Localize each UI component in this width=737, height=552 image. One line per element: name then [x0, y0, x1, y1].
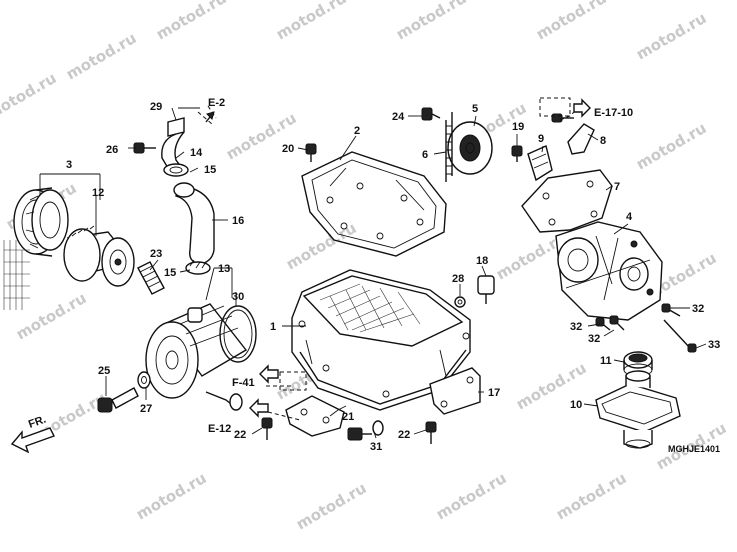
watermark-text: motod.ru	[223, 109, 299, 164]
watermark-text: motod.ru	[0, 69, 59, 124]
part-breather-hose	[161, 117, 215, 275]
callout-16: 16	[232, 215, 244, 227]
callout-33: 33	[708, 339, 720, 351]
part-small-bolts	[133, 107, 523, 162]
ref-f41: F-41	[232, 377, 255, 389]
callout-28: 28	[452, 273, 464, 285]
watermark-text: motod.ru	[153, 0, 229, 43]
part-oil-strainer	[595, 370, 681, 449]
callout-32a: 32	[692, 303, 704, 315]
callout-19: 19	[512, 121, 524, 133]
callout-14: 14	[190, 147, 203, 159]
part-oil-cooler	[145, 303, 257, 411]
callout-8: 8	[600, 135, 606, 147]
part-oil-pan	[291, 269, 471, 411]
callout-6: 6	[422, 149, 428, 161]
callout-24: 24	[392, 111, 405, 123]
watermark-text: motod.ru	[633, 9, 709, 64]
watermark-text: motod.ru	[553, 469, 629, 524]
filter-hatch-area	[3, 240, 30, 310]
callout-numbers: 3 12 23 29 26 14 15 16 15 13 30 20 2 24 …	[66, 101, 720, 453]
watermark-text: motod.ru	[533, 0, 609, 43]
callout-12: 12	[92, 187, 104, 199]
callout-10: 10	[570, 399, 582, 411]
front-marker-label: FR.	[27, 413, 48, 430]
callout-32b: 32	[570, 321, 582, 333]
callout-25: 25	[98, 365, 110, 377]
watermark-text: motod.ru	[273, 0, 349, 43]
callout-31: 31	[370, 441, 382, 453]
callout-5: 5	[472, 103, 478, 115]
callout-29: 29	[150, 101, 162, 113]
part-chain-guide	[527, 113, 595, 182]
callout-3: 3	[66, 159, 72, 171]
callout-2: 2	[354, 125, 360, 137]
part-cooler-bolt	[97, 371, 151, 413]
ref-e2: E-2	[208, 97, 225, 109]
part-oil-pump-sprocket	[445, 112, 493, 182]
callout-11: 11	[600, 355, 612, 367]
callout-22a: 22	[234, 429, 246, 441]
front-direction-marker: FR.	[10, 413, 55, 454]
part-oil-filter	[63, 225, 135, 287]
callout-9: 9	[538, 133, 544, 145]
diagram-code: MGHJE1401	[668, 444, 720, 454]
part-pan-guard	[285, 395, 345, 437]
callout-7: 7	[614, 181, 620, 193]
callout-20: 20	[282, 143, 294, 155]
part-oil-pipe-joint	[137, 261, 165, 295]
watermark-text: motod.ru	[633, 119, 709, 174]
callout-15b: 15	[164, 267, 176, 279]
callout-27: 27	[140, 403, 152, 415]
watermark-text: motod.ru	[433, 469, 509, 524]
part-pan-bracket	[429, 367, 481, 415]
part-pan-bolts	[261, 417, 437, 444]
reference-arrows	[205, 97, 591, 418]
callout-13: 13	[218, 263, 230, 275]
callout-21: 21	[342, 411, 354, 423]
ref-e17-10: E-17-10	[594, 107, 633, 119]
ref-e12: E-12	[208, 423, 231, 435]
part-oil-pump	[555, 221, 663, 321]
callout-30: 30	[232, 291, 244, 303]
watermark-text: motod.ru	[133, 469, 209, 524]
callout-4: 4	[626, 211, 633, 223]
watermark-text: motod.ru	[283, 219, 359, 274]
leader-lines	[39, 105, 707, 439]
callout-18: 18	[476, 255, 488, 267]
watermark-text: motod.ru	[13, 289, 89, 344]
callout-26: 26	[106, 144, 118, 156]
callout-15a: 15	[204, 164, 216, 176]
part-oil-filter-cover	[13, 187, 69, 257]
watermark-text: motod.ru	[393, 0, 469, 43]
part-oil-pump-cover	[521, 169, 613, 233]
callout-17: 17	[488, 387, 500, 399]
callout-1: 1	[270, 321, 276, 333]
part-oil-pan-gasket	[301, 151, 447, 257]
watermark-text: motod.ru	[293, 479, 369, 534]
callout-23: 23	[150, 248, 162, 260]
part-oil-pressure-switch	[454, 275, 495, 308]
callout-22b: 22	[398, 429, 410, 441]
callout-32c: 32	[588, 333, 600, 345]
watermark-text: motod.ru	[63, 29, 139, 84]
